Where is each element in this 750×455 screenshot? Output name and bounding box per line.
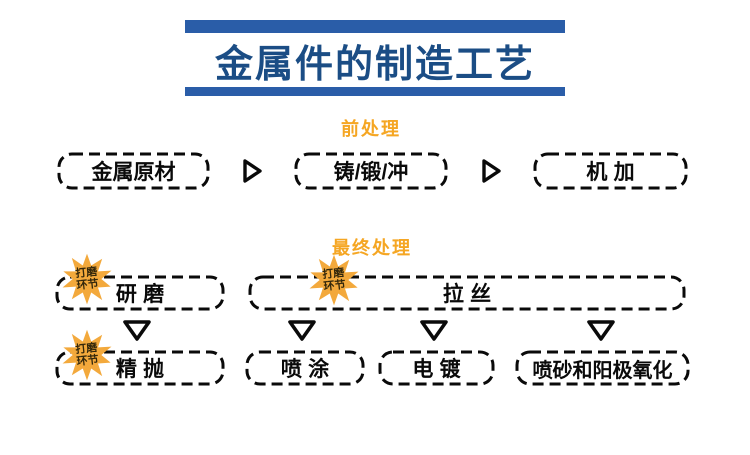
badge-text: 打磨 环节 [321, 266, 347, 294]
arrow-down-icon [420, 320, 448, 341]
step-box-electroplating: 电镀 [378, 350, 495, 386]
arrow-down-icon [587, 320, 615, 341]
step-label: 研磨 [115, 283, 171, 306]
step-label: 精抛 [115, 358, 171, 381]
banner-bottom-rule [185, 87, 565, 96]
star-burst-icon [309, 254, 359, 306]
step-label: 金属原材 [91, 161, 176, 184]
step-label: 铸/锻/冲 [333, 161, 409, 184]
polish-step-badge: 打磨 环节 [60, 252, 114, 306]
arrow-right-icon [482, 159, 501, 183]
page-title: 金属件的制造工艺 [214, 43, 535, 86]
star-burst-icon [62, 329, 112, 381]
step-box-wire-drawing: 拉丝 [248, 275, 686, 311]
polish-step-badge: 打磨 环节 [60, 328, 114, 382]
final-process-label: 最终处理 [332, 238, 412, 258]
polish-step-badge: 打磨 环节 [307, 253, 361, 307]
arrow-right-icon [243, 159, 262, 183]
step-label: 喷涂 [280, 358, 336, 381]
step-box-spray-coating: 喷涂 [245, 350, 365, 386]
step-box-sandblast-anodize: 喷砂和阳极氧化 [515, 350, 690, 386]
step-label: 电镀 [412, 358, 467, 381]
step-label: 拉丝 [442, 283, 498, 306]
step-box-raw-material: 金属原材 [57, 152, 210, 190]
arrow-down-icon [123, 320, 151, 341]
step-box-cast-forge-stamp: 铸/锻/冲 [294, 152, 448, 190]
pre-process-label: 前处理 [341, 119, 401, 139]
step-box-machining: 机加 [533, 152, 688, 190]
badge-text: 打磨 环节 [74, 265, 100, 293]
banner-top-rule [185, 20, 565, 33]
star-burst-icon [62, 253, 112, 305]
step-label: 机加 [586, 161, 641, 184]
banner-body: 金属件的制造工艺 [185, 33, 565, 87]
title-banner: 金属件的制造工艺 [185, 20, 565, 96]
step-label: 喷砂和阳极氧化 [532, 359, 673, 382]
arrow-down-icon [288, 320, 316, 341]
badge-text: 打磨 环节 [74, 341, 100, 369]
